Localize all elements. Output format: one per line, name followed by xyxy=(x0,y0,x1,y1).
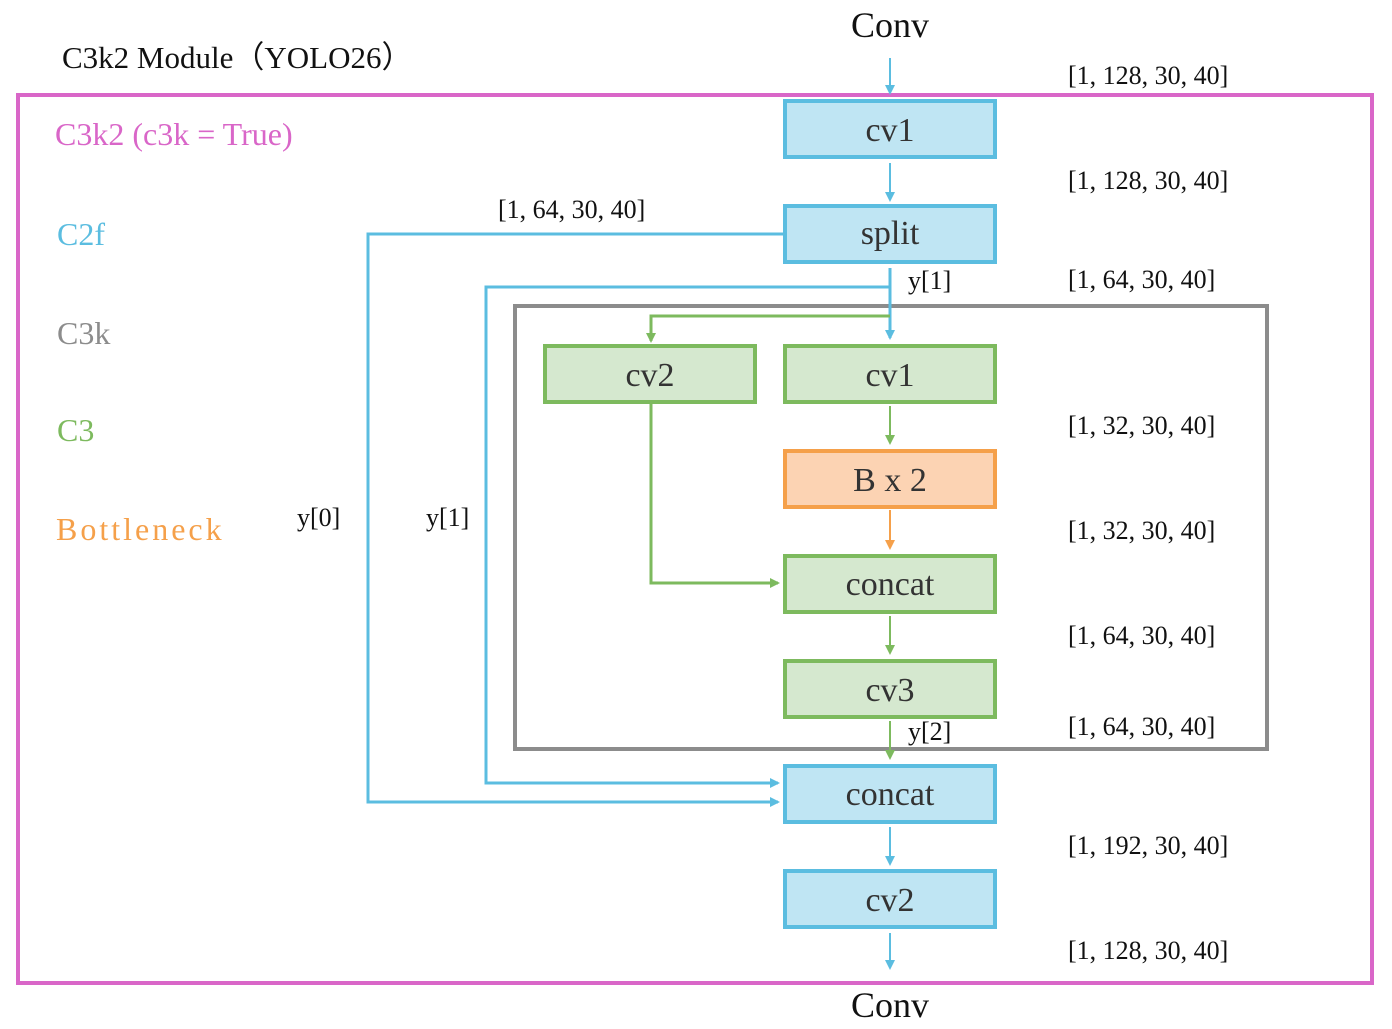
node-split-label: split xyxy=(861,215,920,252)
node-concat-outer: concat xyxy=(783,764,997,824)
path-y1-side xyxy=(484,268,892,788)
legend-c2f: C2f xyxy=(57,216,105,252)
node-cv1-inner-label: cv1 xyxy=(865,357,914,394)
shape-split-y0: [1, 64, 30, 40] xyxy=(498,195,645,224)
legend-c3k2: C3k2 (c3k = True) xyxy=(55,116,293,152)
node-cv1-outer-label: cv1 xyxy=(865,112,914,149)
legend-c3k: C3k xyxy=(57,315,110,351)
output-label: Conv xyxy=(851,985,929,1025)
node-split: split xyxy=(783,204,997,264)
node-concat-inner-label: concat xyxy=(846,566,935,603)
module-title: C3k2 Module（YOLO26） xyxy=(62,40,412,75)
shape-after-cv1-inner: [1, 32, 30, 40] xyxy=(1068,411,1215,440)
shape-split-y1: [1, 64, 30, 40] xyxy=(1068,265,1215,294)
c3k2-frame xyxy=(16,93,1374,985)
node-cv1-outer: cv1 xyxy=(783,99,997,159)
shape-after-cv1: [1, 128, 30, 40] xyxy=(1068,166,1228,195)
shape-after-bottleneck: [1, 32, 30, 40] xyxy=(1068,516,1215,545)
branch-label-y1-side: y[1] xyxy=(426,503,469,532)
path-y0 xyxy=(366,232,784,807)
node-cv2-inner: cv2 xyxy=(543,344,757,404)
node-cv2-outer: cv2 xyxy=(783,869,997,929)
legend-bottleneck: Bottleneck xyxy=(56,511,225,547)
shape-input: [1, 128, 30, 40] xyxy=(1068,61,1228,90)
shape-output: [1, 128, 30, 40] xyxy=(1068,936,1228,965)
node-bottleneck-label: B x 2 xyxy=(853,462,927,499)
shape-after-concat-inner: [1, 64, 30, 40] xyxy=(1068,621,1215,650)
input-label: Conv xyxy=(851,5,929,45)
path-cv2-concat xyxy=(649,404,780,588)
branch-label-y2: y[2] xyxy=(908,717,951,746)
legend-c3: C3 xyxy=(57,412,94,448)
branch-label-y0: y[0] xyxy=(297,503,340,532)
node-bottleneck: B x 2 xyxy=(783,449,997,509)
path-to-cv2-inner xyxy=(646,314,890,343)
node-cv3-label: cv3 xyxy=(865,672,914,709)
branch-label-y1-top: y[1] xyxy=(908,266,951,295)
shape-after-concat-outer: [1, 192, 30, 40] xyxy=(1068,831,1228,860)
node-concat-outer-label: concat xyxy=(846,776,935,813)
node-cv2-inner-label: cv2 xyxy=(625,357,674,394)
node-concat-inner: concat xyxy=(783,554,997,614)
node-cv2-outer-label: cv2 xyxy=(865,882,914,919)
node-cv3: cv3 xyxy=(783,659,997,719)
node-cv1-inner: cv1 xyxy=(783,344,997,404)
shape-after-cv3: [1, 64, 30, 40] xyxy=(1068,712,1215,741)
